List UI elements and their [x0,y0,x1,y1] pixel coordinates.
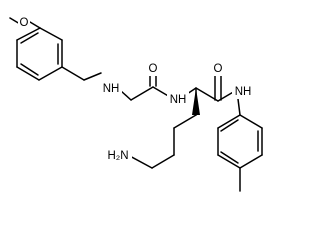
carbonyl-oxygen-1-label-bg [147,60,159,76]
bond-tolyl-6 [217,114,241,129]
bond-tolyl-inner-2 [220,151,239,164]
bond-tolyl-4 [217,154,241,169]
carbonyl-oxygen-2-label: O [214,63,223,75]
amine-nh-label-bg [100,80,122,96]
bond-lines [9,17,263,192]
bond-nh-ch2 [120,90,132,101]
bond-ring-inner-2 [20,63,39,76]
amide-nh-1-label-bg [167,91,189,107]
bond-tolyl-3 [239,154,263,169]
bond-nh-aryl [237,98,241,116]
methoxy-oxygen-label: O [20,17,29,29]
amide-nh-1-label: NH [170,94,187,106]
stereo-wedge [192,88,200,115]
molecule-structure: O NH O NH O NH H₂N [9,14,263,192]
methoxy-oxygen-label-bg [18,14,30,30]
carbonyl-oxygen-1-label: O [149,63,158,75]
amide-nh-2-label-bg [232,83,254,99]
bond-ring-1 [39,27,63,41]
bond-o-ring [29,21,41,29]
atom-labels: O NH O NH O NH H₂N [18,14,254,163]
bond-ring-6 [16,27,41,41]
bond-side-4 [151,154,175,169]
bond-side-2 [173,114,197,129]
amine-nh-label: NH [103,83,120,95]
terminal-amine-label-bg [104,147,132,163]
bond-ring-inner-3 [20,32,39,44]
bond-ch2-carbonyl [130,86,154,101]
bond-tolyl-1 [239,114,263,129]
bond-ring-3 [38,66,63,81]
bond-ring-ch2 [61,66,85,81]
bond-tolyl-inner-3 [220,119,239,132]
carbonyl-oxygen-2-label-bg [212,60,224,76]
bond-ring-4 [16,66,40,81]
bond-ch2-nh [83,72,102,81]
amide-nh-2-label: NH [235,86,252,98]
terminal-amine-label: H₂N [107,150,128,162]
